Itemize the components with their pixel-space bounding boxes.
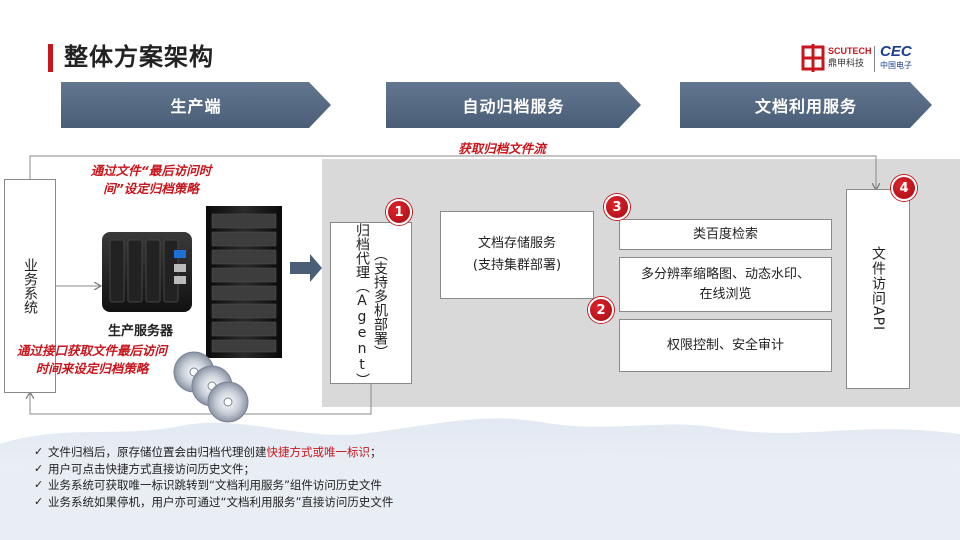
file-access-api-box: 文件访问API xyxy=(846,189,910,389)
agent-label: 归档代理（Agent） xyxy=(354,223,370,387)
check-icon: ✓ xyxy=(34,445,44,458)
server-to-agent-arrow xyxy=(290,254,322,282)
step-badge-4: 4 xyxy=(891,175,917,201)
logo-divider xyxy=(874,46,875,72)
note-bottom-line1: 通过接口获取文件最后访问 xyxy=(16,343,167,358)
note-top-line1: 通过文件“最后访问时 xyxy=(90,163,212,178)
permission-service-box: 权限控制、安全审计 xyxy=(619,319,832,372)
api-label: 文件访问API xyxy=(870,246,886,332)
preview-service-line2: 在线浏览 xyxy=(699,286,752,302)
storage-cluster-label: (支持集群部署) xyxy=(472,258,562,273)
storage-service-box: 文档存储服务 (支持集群部署) xyxy=(440,211,594,299)
search-service-box: 类百度检索 xyxy=(619,219,832,250)
note-top: 通过文件“最后访问时 间”设定归档策略 xyxy=(66,162,236,198)
step-badge-1: 1 xyxy=(386,199,412,225)
mountain-background xyxy=(0,418,960,540)
business-system-label: 业务系统 xyxy=(22,258,38,314)
bullet-4-text: 业务系统如果停机，用户亦可通过“文档利用服务”直接访问历史文件 xyxy=(48,494,394,509)
archive-agent-box: 归档代理（Agent） （支持多机部署） xyxy=(330,222,412,387)
flow-label: 获取归档文件流 xyxy=(458,141,546,156)
nas-device-icon xyxy=(102,232,192,312)
preview-service-line1: 多分辨率缩略图、动态水印、 xyxy=(640,266,810,282)
step-badge-2: 2 xyxy=(588,297,614,323)
bullet-item: ✓ 业务系统可获取唯一标识跳转到“文档利用服务”组件访问历史文件 xyxy=(34,477,393,494)
logo-brand-en: SCUTECH xyxy=(828,46,872,56)
bullet-2-text: 用户可点击快捷方式直接访问历史文件； xyxy=(48,461,255,476)
bullet-item: ✓ 业务系统如果停机，用户亦可通过“文档利用服务”直接访问历史文件 xyxy=(34,494,393,511)
page-title: 整体方案架构 xyxy=(64,43,214,71)
title-accent-bar xyxy=(48,44,53,72)
header-doc-use: 文档利用服务 xyxy=(680,82,932,128)
company-logo: SCUTECH 鼎甲科技 CEC 中国电子 xyxy=(800,44,918,74)
storage-label: 文档存储服务 xyxy=(477,236,556,251)
disc-stack-icon xyxy=(173,351,249,423)
permission-service-label: 权限控制、安全审计 xyxy=(666,337,784,353)
bullet-1-highlight: 快捷方式或唯一标识 xyxy=(266,445,371,459)
bullet-3-text: 业务系统可获取唯一标识跳转到“文档利用服务”组件访问历史文件 xyxy=(48,478,382,492)
server-rack-icon xyxy=(206,206,282,358)
search-service-label: 类百度检索 xyxy=(692,226,758,242)
check-icon: ✓ xyxy=(34,478,44,491)
bullet-1-text: 文件归档后，原存储位置会由归档代理创建快捷方式或唯一标识； xyxy=(48,445,382,459)
note-bottom-line2: 时间来设定归档策略 xyxy=(35,361,149,376)
bullet-item: ✓ 文件归档后，原存储位置会由归档代理创建快捷方式或唯一标识； xyxy=(34,444,393,461)
step-badge-3: 3 xyxy=(604,194,630,220)
preview-service-box: 多分辨率缩略图、动态水印、 在线浏览 xyxy=(619,257,832,312)
logo-partner-en: CEC xyxy=(880,43,912,60)
header-auto-archive: 自动归档服务 xyxy=(386,82,641,128)
header-production: 生产端 xyxy=(61,82,331,128)
check-icon: ✓ xyxy=(34,461,44,475)
bullet-item: ✓ 用户可点击快捷方式直接访问历史文件； xyxy=(34,461,393,478)
logo-partner-cn: 中国电子 xyxy=(880,61,912,70)
agent-deploy-label: （支持多机部署） xyxy=(372,247,388,359)
summary-bullets: ✓ 文件归档后，原存储位置会由归档代理创建快捷方式或唯一标识； ✓ 用户可点击快… xyxy=(34,444,393,510)
scutech-logo-icon xyxy=(801,44,825,72)
business-system-box: 业务系统 xyxy=(4,179,56,393)
check-icon: ✓ xyxy=(34,494,44,508)
note-bottom: 通过接口获取文件最后访问 时间来设定归档策略 xyxy=(2,342,182,378)
note-top-line2: 间”设定归档策略 xyxy=(103,181,199,196)
production-server-label: 生产服务器 xyxy=(108,324,174,339)
logo-brand-cn: 鼎甲科技 xyxy=(828,59,865,69)
